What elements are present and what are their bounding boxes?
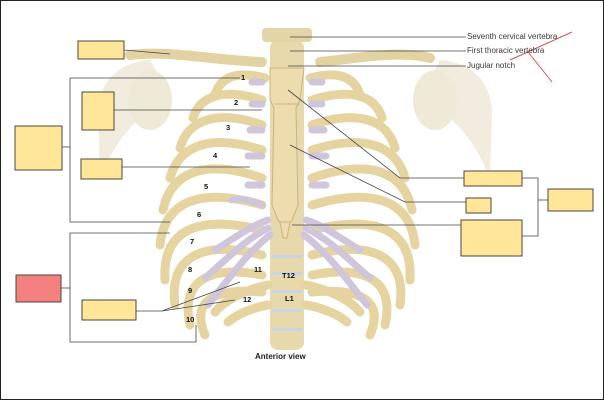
rib-number-10: 10 (186, 315, 195, 324)
label-box-sternum (547, 188, 594, 212)
xiphoid-process (279, 221, 291, 239)
ribs-left (155, 70, 273, 340)
label-box-false-ribs-bracket (15, 274, 62, 303)
label-box-manubrium (463, 170, 523, 187)
vertebra-label-t12: T12 (282, 271, 295, 280)
rib-number-7: 7 (190, 237, 195, 246)
rib-number-6: 6 (197, 210, 202, 219)
rib-number-3: 3 (226, 123, 231, 132)
leader-lines (61, 36, 548, 343)
label-box-xiphoid (460, 219, 523, 257)
rib-number-8: 8 (188, 265, 193, 274)
ribs-right (301, 70, 420, 340)
annotation-jugular-notch: Jugular notch (467, 61, 516, 70)
label-box-body (465, 197, 492, 214)
rib-number-2: 2 (234, 98, 239, 107)
label-box-clavicle (77, 40, 125, 60)
label-boxes (14, 40, 594, 321)
rib-number-5: 5 (204, 182, 209, 191)
right-humerus-head (413, 70, 457, 130)
vertebra-label-l1: L1 (285, 294, 294, 303)
left-clavicle (125, 48, 267, 67)
annotation-first-thoracic: First thoracic vertebra (467, 46, 545, 55)
rib-number-1: 1 (241, 73, 246, 82)
label-box-true-ribs-bracket (14, 125, 63, 171)
vertebra-discs (272, 255, 302, 331)
label-box-rib-cartilage (81, 91, 115, 131)
rib-number-9: 9 (188, 286, 193, 295)
strike-mark (509, 31, 573, 83)
rib-number-4: 4 (213, 151, 218, 160)
rib-number-12: 12 (243, 295, 252, 304)
label-box-floating-ribs (81, 299, 137, 321)
annotation-seventh-cervical: Seventh cervical vertebra (467, 32, 558, 41)
right-clavicle (315, 49, 435, 67)
label-box-costal-cartilage (80, 158, 123, 180)
diagram-caption: Anterior view (255, 352, 306, 361)
left-humerus-head (128, 70, 172, 130)
rib-number-11: 11 (254, 265, 262, 274)
cervical-vertebra (262, 28, 312, 42)
costal-cartilages (201, 78, 374, 309)
